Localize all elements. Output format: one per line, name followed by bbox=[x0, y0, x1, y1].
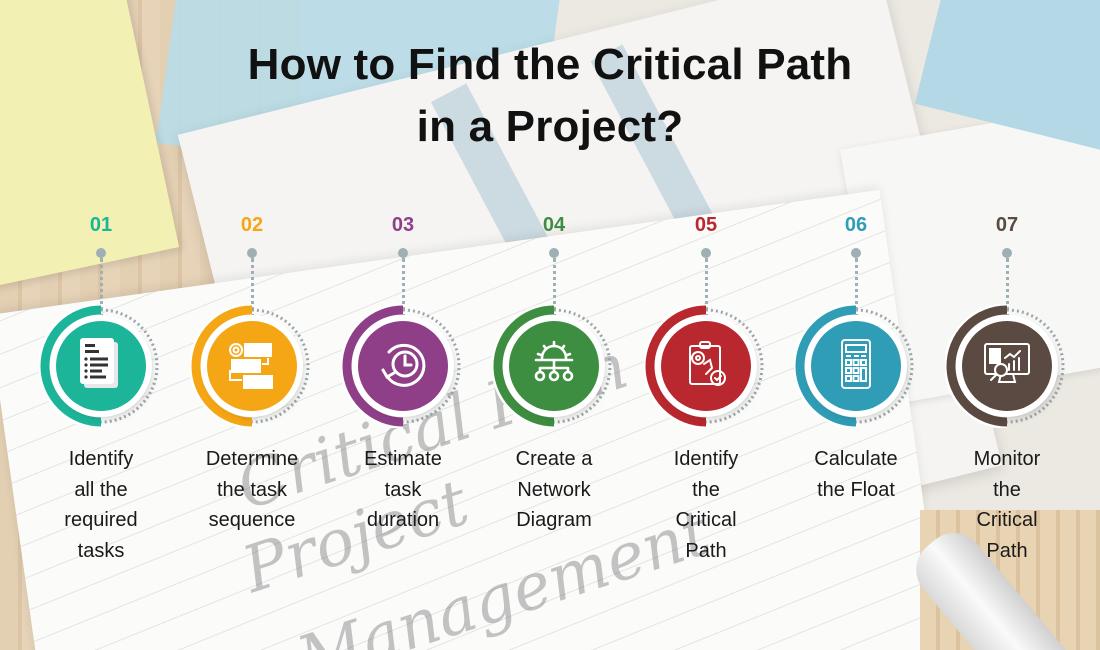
step-label-line: Identify bbox=[673, 448, 739, 470]
connector-pin-icon bbox=[247, 248, 257, 258]
step-label-line: required bbox=[64, 509, 138, 531]
step-label-line: Estimate bbox=[364, 448, 442, 470]
step-label-line: all the bbox=[74, 478, 128, 501]
clipboard-target-icon bbox=[678, 336, 734, 397]
step-label-line: Monitor bbox=[973, 448, 1041, 470]
progress-ring bbox=[190, 304, 314, 428]
progress-ring bbox=[341, 304, 465, 428]
step-icon-disc bbox=[358, 321, 448, 411]
step-label-line: Path bbox=[986, 539, 1028, 562]
step-label-line: Create a bbox=[515, 448, 593, 470]
step-label-line: the bbox=[692, 478, 720, 501]
connector-pin-icon bbox=[549, 248, 559, 258]
progress-ring bbox=[492, 304, 616, 428]
step-label: Identify all the required tasks bbox=[26, 444, 176, 566]
connector-pin-icon bbox=[96, 248, 106, 258]
step-icon-disc bbox=[207, 321, 297, 411]
step-icon-disc bbox=[509, 321, 599, 411]
connector-pin-icon bbox=[851, 248, 861, 258]
step-label: Estimate task duration bbox=[328, 444, 478, 536]
step-label: Determine the task sequence bbox=[177, 444, 327, 536]
dotted-connector bbox=[1006, 258, 1009, 318]
title-line-1: How to Find the Critical Path bbox=[247, 40, 853, 89]
step-label-line: Network bbox=[517, 478, 591, 501]
monitor-analytics-icon bbox=[979, 336, 1035, 397]
step-icon-disc bbox=[56, 321, 146, 411]
clock-history-icon bbox=[375, 336, 431, 397]
step-label-line: Calculate bbox=[814, 448, 898, 470]
step-label-line: the Float bbox=[817, 478, 895, 501]
step-label-line: Critical bbox=[675, 509, 737, 531]
progress-ring bbox=[794, 304, 918, 428]
step-label-line: Identify bbox=[68, 448, 134, 470]
step-label-line: the bbox=[993, 478, 1021, 501]
step-label-line: Path bbox=[685, 539, 727, 562]
step-icon-disc bbox=[811, 321, 901, 411]
step-label-line: Diagram bbox=[516, 509, 592, 531]
progress-ring bbox=[644, 304, 768, 428]
document-list-icon bbox=[76, 336, 126, 397]
step-number: 03 bbox=[391, 214, 415, 236]
step-label-line: the task bbox=[216, 478, 288, 501]
dotted-connector bbox=[402, 258, 405, 318]
connector-pin-icon bbox=[1002, 248, 1012, 258]
step-number: 05 bbox=[694, 214, 718, 236]
step-icon-disc bbox=[962, 321, 1052, 411]
page-title: How to Find the Critical Path in a Proje… bbox=[0, 34, 1100, 158]
title-line-2: in a Project? bbox=[416, 102, 684, 151]
step-label-line: task bbox=[384, 478, 422, 501]
network-gear-icon bbox=[526, 336, 582, 397]
step-label-line: duration bbox=[366, 509, 440, 531]
step-number: 04 bbox=[542, 214, 566, 236]
step-label: Calculate the Float bbox=[781, 444, 931, 505]
step-number: 01 bbox=[89, 214, 113, 236]
connector-pin-icon bbox=[398, 248, 408, 258]
dotted-connector bbox=[855, 258, 858, 318]
gear-sequence-icon bbox=[224, 336, 280, 397]
dotted-connector bbox=[553, 258, 556, 318]
step-icon-disc bbox=[661, 321, 751, 411]
step-label-line: tasks bbox=[77, 539, 125, 562]
connector-pin-icon bbox=[701, 248, 711, 258]
step-label-line: sequence bbox=[208, 509, 296, 531]
step-number: 07 bbox=[995, 214, 1019, 236]
step-number: 06 bbox=[844, 214, 868, 236]
progress-ring bbox=[39, 304, 163, 428]
dotted-connector bbox=[100, 258, 103, 318]
progress-ring bbox=[945, 304, 1069, 428]
step-label-line: Determine bbox=[205, 448, 299, 470]
step-number: 02 bbox=[240, 214, 264, 236]
calculator-icon bbox=[828, 336, 884, 397]
dotted-connector bbox=[251, 258, 254, 318]
step-label-line: Critical bbox=[976, 509, 1038, 531]
dotted-connector bbox=[705, 258, 708, 318]
